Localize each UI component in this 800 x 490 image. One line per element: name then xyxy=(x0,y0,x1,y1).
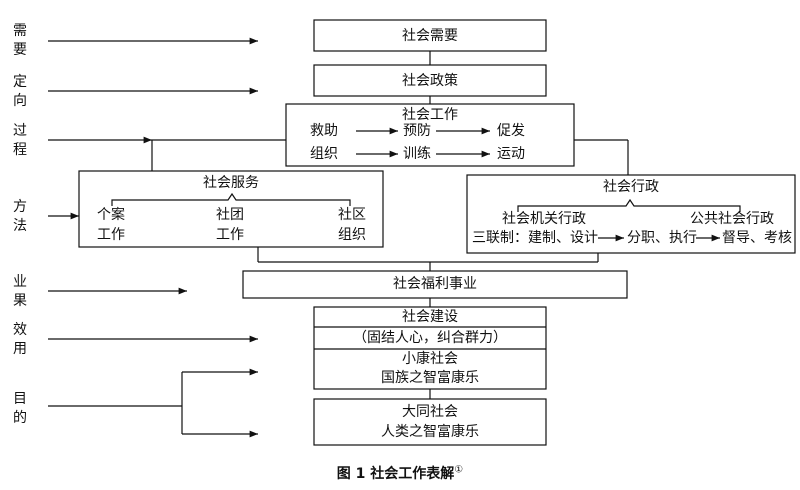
social-work-item-relief: 救助 xyxy=(310,123,338,139)
side-label-process-char-1: 过 xyxy=(13,123,27,139)
admin-step-establish: 建制、设计 xyxy=(528,230,598,246)
side-label-need-char-2: 要 xyxy=(13,42,27,58)
side-label-orientation: 定 向 xyxy=(12,73,28,111)
side-label-achievement: 业 果 xyxy=(12,273,28,311)
box-social-service xyxy=(78,170,384,248)
social-policy-label: 社会政策 xyxy=(402,73,458,89)
side-label-orientation-char-1: 定 xyxy=(13,74,27,90)
social-work-item-movement: 运动 xyxy=(497,146,525,162)
admin-step-supervise: 督导、考核 xyxy=(722,230,792,246)
social-work-item-organize: 组织 xyxy=(310,146,338,162)
construction-subtitle: （固结人心，纠合群力） xyxy=(353,330,507,346)
social-service-title: 社会服务 xyxy=(203,175,259,191)
admin-public-label: 公共社会行政 xyxy=(690,211,774,227)
side-label-goal-char-2: 的 xyxy=(13,410,27,426)
social-work-title: 社会工作 xyxy=(402,107,458,123)
side-label-goal-char-1: 目 xyxy=(13,391,27,407)
construction-national-wellbeing: 国族之智富康乐 xyxy=(381,370,479,386)
side-label-goal: 目 的 xyxy=(12,390,28,428)
welfare-label: 社会福利事业 xyxy=(393,276,477,292)
side-label-method-char-1: 方 xyxy=(13,199,27,215)
side-label-achievement-char-2: 果 xyxy=(13,293,27,309)
construction-title: 社会建设 xyxy=(402,309,458,325)
side-label-method: 方 法 xyxy=(12,198,28,236)
social-admin-title: 社会行政 xyxy=(603,179,659,195)
side-label-process: 过 程 xyxy=(12,122,28,160)
service-casework-line2: 工作 xyxy=(97,227,125,243)
admin-agency-label: 社会机关行政 xyxy=(502,211,586,227)
brace-social-admin xyxy=(517,198,741,212)
side-label-process-char-2: 程 xyxy=(13,142,27,158)
side-label-effect-char-1: 效 xyxy=(13,322,27,338)
construction-xiaokang: 小康社会 xyxy=(402,351,458,367)
service-casework-line1: 个案 xyxy=(97,207,125,223)
great-harmony-subtitle: 人类之智富康乐 xyxy=(381,424,479,440)
side-label-effect-char-2: 用 xyxy=(13,341,27,357)
service-community-line1: 社区 xyxy=(338,207,366,223)
admin-step-execute: 分职、执行 xyxy=(627,230,697,246)
box-welfare xyxy=(242,270,628,299)
admin-triad-prefix: 三联制： xyxy=(472,230,528,246)
social-work-item-prevention: 预防 xyxy=(403,123,431,139)
figure-caption-text: 图 1 社会工作表解 xyxy=(336,466,455,482)
side-label-effect: 效 用 xyxy=(12,321,28,359)
figure-caption: 图 1 社会工作表解① xyxy=(0,463,800,483)
social-work-item-promotion: 促发 xyxy=(497,123,525,139)
service-community-line2: 组织 xyxy=(338,227,366,243)
side-label-achievement-char-1: 业 xyxy=(13,274,27,290)
side-label-method-char-2: 法 xyxy=(13,218,27,234)
side-label-need: 需 要 xyxy=(12,22,28,60)
social-need-label: 社会需要 xyxy=(402,28,458,44)
service-groupwork-line1: 社团 xyxy=(216,207,244,223)
great-harmony-title: 大同社会 xyxy=(402,404,458,420)
side-label-orientation-char-2: 向 xyxy=(13,93,27,109)
figure-caption-note: ① xyxy=(454,464,464,476)
side-label-need-char-1: 需 xyxy=(13,23,27,39)
service-groupwork-line2: 工作 xyxy=(216,227,244,243)
box-social-admin xyxy=(466,174,796,254)
social-work-item-training: 训练 xyxy=(403,146,431,162)
brace-social-service xyxy=(111,192,351,206)
